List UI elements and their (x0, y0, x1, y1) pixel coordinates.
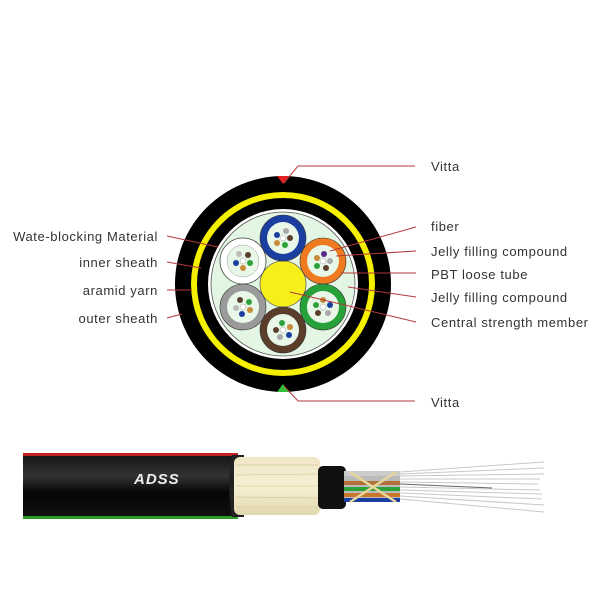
cable-cross-section (175, 176, 391, 392)
label-central-strength-member: Central strength member (431, 315, 589, 330)
red-vitta-stripe (23, 453, 238, 456)
label-water-blocking-material: Wate-blocking Material (13, 229, 158, 244)
vitta-top-marker (277, 176, 289, 184)
loose-tube-white (219, 237, 267, 285)
label-inner-sheath: inner sheath (79, 255, 158, 270)
cable-side-view (23, 453, 545, 519)
loose-tube-brown (259, 306, 307, 354)
green-vitta-stripe (23, 516, 238, 519)
label-jelly-filling-compound-1: Jelly filling compound (431, 244, 568, 259)
loose-tube-gray (219, 283, 267, 331)
adss-brand-text: ADSS (134, 471, 180, 488)
label-aramid-yarn: aramid yarn (82, 283, 158, 298)
loose-tube-green (299, 283, 347, 331)
vitta-bottom-marker (277, 384, 289, 392)
label-vitta-bottom: Vitta (431, 395, 460, 410)
label-jelly-filling-compound-2: Jelly filling compound (431, 290, 568, 305)
central-strength-member (259, 260, 307, 308)
label-outer-sheath: outer sheath (78, 311, 158, 326)
outer-sheath-side (23, 453, 238, 519)
label-vitta-top: Vitta (431, 159, 460, 174)
loose-tube-orange (299, 237, 347, 285)
label-fiber: fiber (431, 219, 460, 234)
leader-lines (166, 165, 417, 402)
inner-sheath-side (318, 466, 346, 509)
loose-tube-blue (259, 214, 307, 262)
fibers (399, 461, 545, 513)
label-pbt-loose-tube: PBT loose tube (431, 267, 529, 282)
